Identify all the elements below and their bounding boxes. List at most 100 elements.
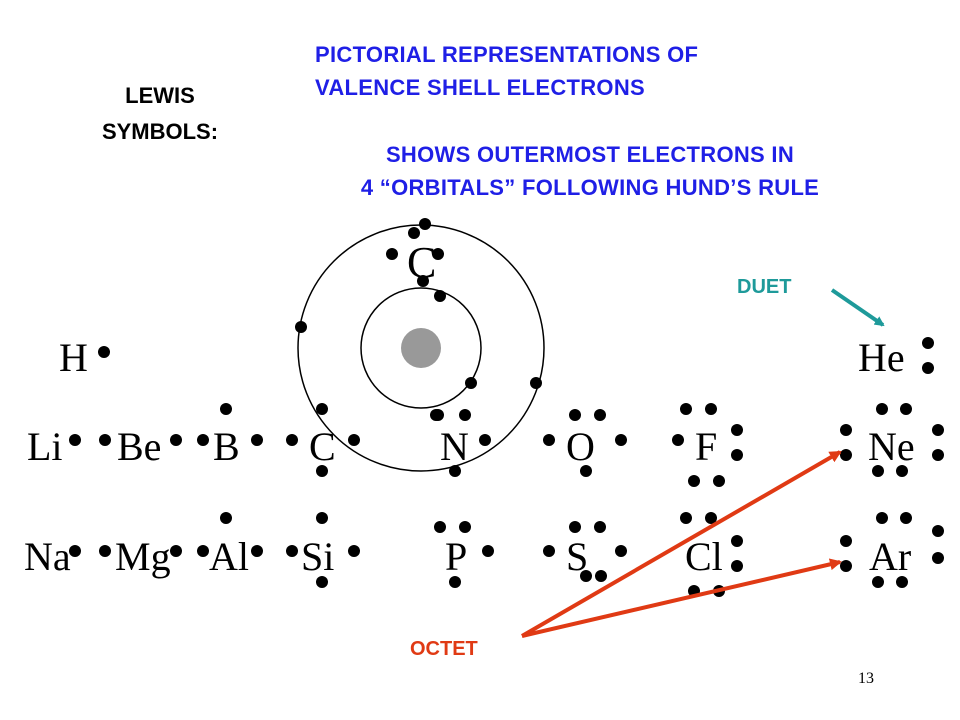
electron-dot: [932, 424, 944, 436]
electron-dot: [922, 337, 934, 349]
electron-dot: [705, 403, 717, 415]
element-h: H: [59, 335, 88, 380]
electron-dot: [348, 545, 360, 557]
title-line-2: VALENCE SHELL ELECTRONS: [315, 75, 646, 100]
electron-dot: [316, 465, 328, 477]
electron-dot: [197, 545, 209, 557]
electron-dot: [69, 434, 81, 446]
electron-dot: [595, 570, 607, 582]
electron-dot: [99, 434, 111, 446]
title-line-1: PICTORIAL REPRESENTATIONS OF: [315, 42, 699, 67]
electron-dot: [479, 434, 491, 446]
electron-dot: [840, 449, 852, 461]
electron-dot: [543, 434, 555, 446]
electron-dot: [465, 377, 477, 389]
electron-dot: [543, 545, 555, 557]
electron-dot: [99, 545, 111, 557]
electron-dot: [434, 290, 446, 302]
octet-arrow-ne: [520, 450, 842, 638]
electron-dot: [482, 545, 494, 557]
electron-dot: [705, 512, 717, 524]
electron-dot: [170, 434, 182, 446]
electron-dot: [731, 535, 743, 547]
element-p: P: [445, 534, 468, 579]
electron-dot: [672, 434, 684, 446]
element-b: B: [213, 424, 240, 469]
electron-dot: [569, 521, 581, 533]
element-n: N: [440, 424, 469, 469]
electron-dot: [286, 434, 298, 446]
element-al: Al: [209, 534, 249, 579]
electron-dot: [932, 525, 944, 537]
element-si: Si: [301, 534, 335, 579]
electron-dot: [408, 227, 420, 239]
electron-dot: [876, 512, 888, 524]
element-be: Be: [117, 424, 162, 469]
element-na: Na: [24, 534, 71, 579]
page-subtitle: SHOWS OUTERMOST ELECTRONS IN 4 “ORBITALS…: [250, 138, 930, 204]
electron-dot: [220, 512, 232, 524]
electron-dot: [434, 521, 446, 533]
octet-arrow-ar: [521, 558, 842, 638]
electron-dot: [251, 545, 263, 557]
electron-dot: [69, 545, 81, 557]
electron-dot: [530, 377, 542, 389]
electron-dots: [69, 218, 944, 597]
element-he: He: [858, 335, 905, 380]
element-o: O: [566, 424, 595, 469]
electron-dot: [872, 465, 884, 477]
electron-dot: [251, 434, 263, 446]
electron-dot: [680, 512, 692, 524]
electron-dot: [932, 552, 944, 564]
electron-dot: [449, 576, 461, 588]
element-mg: Mg: [115, 534, 171, 579]
electron-dot: [731, 424, 743, 436]
electron-dot: [922, 362, 934, 374]
electron-dot: [731, 560, 743, 572]
nucleus: [401, 328, 441, 368]
electron-dot: [295, 321, 307, 333]
electron-dot: [840, 560, 852, 572]
electron-dot: [417, 275, 429, 287]
electron-dot: [840, 535, 852, 547]
lewis-symbols-label: LEWIS SYMBOLS:: [55, 78, 265, 150]
duet-label: DUET: [737, 276, 792, 298]
electron-dot: [286, 545, 298, 557]
element-ne: Ne: [868, 424, 915, 469]
electron-dot: [348, 434, 360, 446]
electron-dot: [569, 409, 581, 421]
electron-dot: [615, 545, 627, 557]
element-c: C: [309, 424, 336, 469]
element-ar: Ar: [869, 534, 912, 579]
electron-dot: [680, 403, 692, 415]
electron-dot: [386, 248, 398, 260]
electron-dot: [449, 465, 461, 477]
electron-dot: [876, 403, 888, 415]
electron-dot: [594, 521, 606, 533]
electron-dot: [220, 403, 232, 415]
lewis-label-line-1: LEWIS: [125, 83, 195, 108]
electron-dot: [731, 449, 743, 461]
electron-dot: [432, 248, 444, 260]
electron-dot: [316, 512, 328, 524]
electron-dot: [316, 576, 328, 588]
electron-dot: [580, 465, 592, 477]
electron-dot: [459, 521, 471, 533]
page-title: PICTORIAL REPRESENTATIONS OF VALENCE SHE…: [315, 38, 698, 104]
element-f: F: [695, 424, 718, 469]
subtitle-line-1: SHOWS OUTERMOST ELECTRONS IN: [385, 142, 795, 167]
page-number: 13: [858, 670, 874, 687]
lewis-label-line-2: SYMBOLS:: [101, 119, 219, 144]
element-cl: Cl: [685, 534, 723, 579]
atom-symbol-carbon: C: [407, 238, 437, 287]
electron-dot: [170, 545, 182, 557]
electron-dot: [459, 409, 471, 421]
duet-arrow: [830, 288, 885, 327]
electron-dot: [419, 218, 431, 230]
electron-dot: [580, 570, 592, 582]
subtitle-line-2: 4 “ORBITALS” FOLLOWING HUND’S RULE: [360, 175, 820, 200]
inner-shell-ring: [360, 287, 482, 409]
electron-dot: [316, 403, 328, 415]
electron-dot: [197, 434, 209, 446]
